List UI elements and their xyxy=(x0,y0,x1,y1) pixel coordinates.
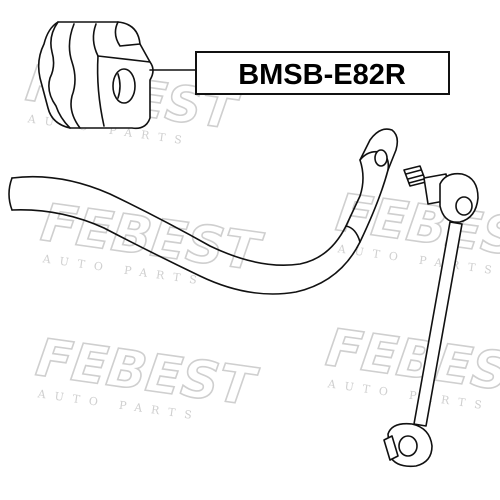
part-number-label: BMSB-E82R xyxy=(195,51,450,95)
stabilizer-link-drawing xyxy=(383,165,479,468)
watermark-5: FEBEST AUTO PARTS xyxy=(322,317,500,413)
part-number-box xyxy=(195,51,450,95)
watermark-3: FEBEST AUTO PARTS xyxy=(32,327,262,423)
watermark-2: FEBEST AUTO PARTS xyxy=(37,192,267,288)
bushing-drawing xyxy=(37,21,197,130)
stabilizer-bar-drawing xyxy=(8,128,399,295)
part-number-text: BMSB-E82R xyxy=(238,59,406,91)
